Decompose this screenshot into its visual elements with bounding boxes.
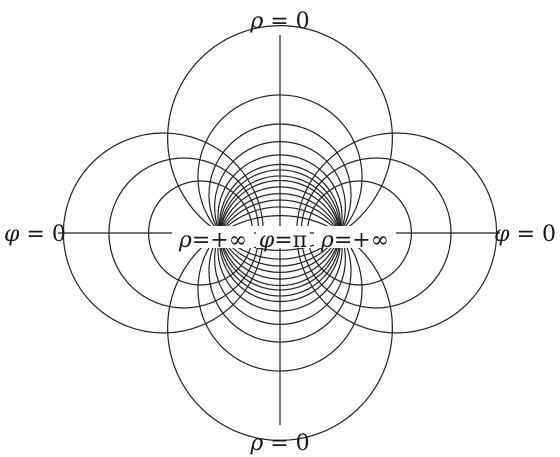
label-center: φ=π <box>259 228 307 253</box>
label-right: φ = 0 <box>494 222 556 247</box>
label-focus-left: ρ=+∞ <box>178 228 247 253</box>
label-focus-left-group: ρ=+∞ <box>172 226 254 253</box>
label-focus-right: ρ=+∞ <box>320 228 389 253</box>
label-center-group: φ=π <box>256 226 310 253</box>
label-bottom: ρ = 0 <box>249 431 309 456</box>
label-top: ρ = 0 <box>249 9 309 34</box>
label-left: φ = 0 <box>4 222 66 247</box>
label-focus-right-group: ρ=+∞ <box>314 226 396 253</box>
